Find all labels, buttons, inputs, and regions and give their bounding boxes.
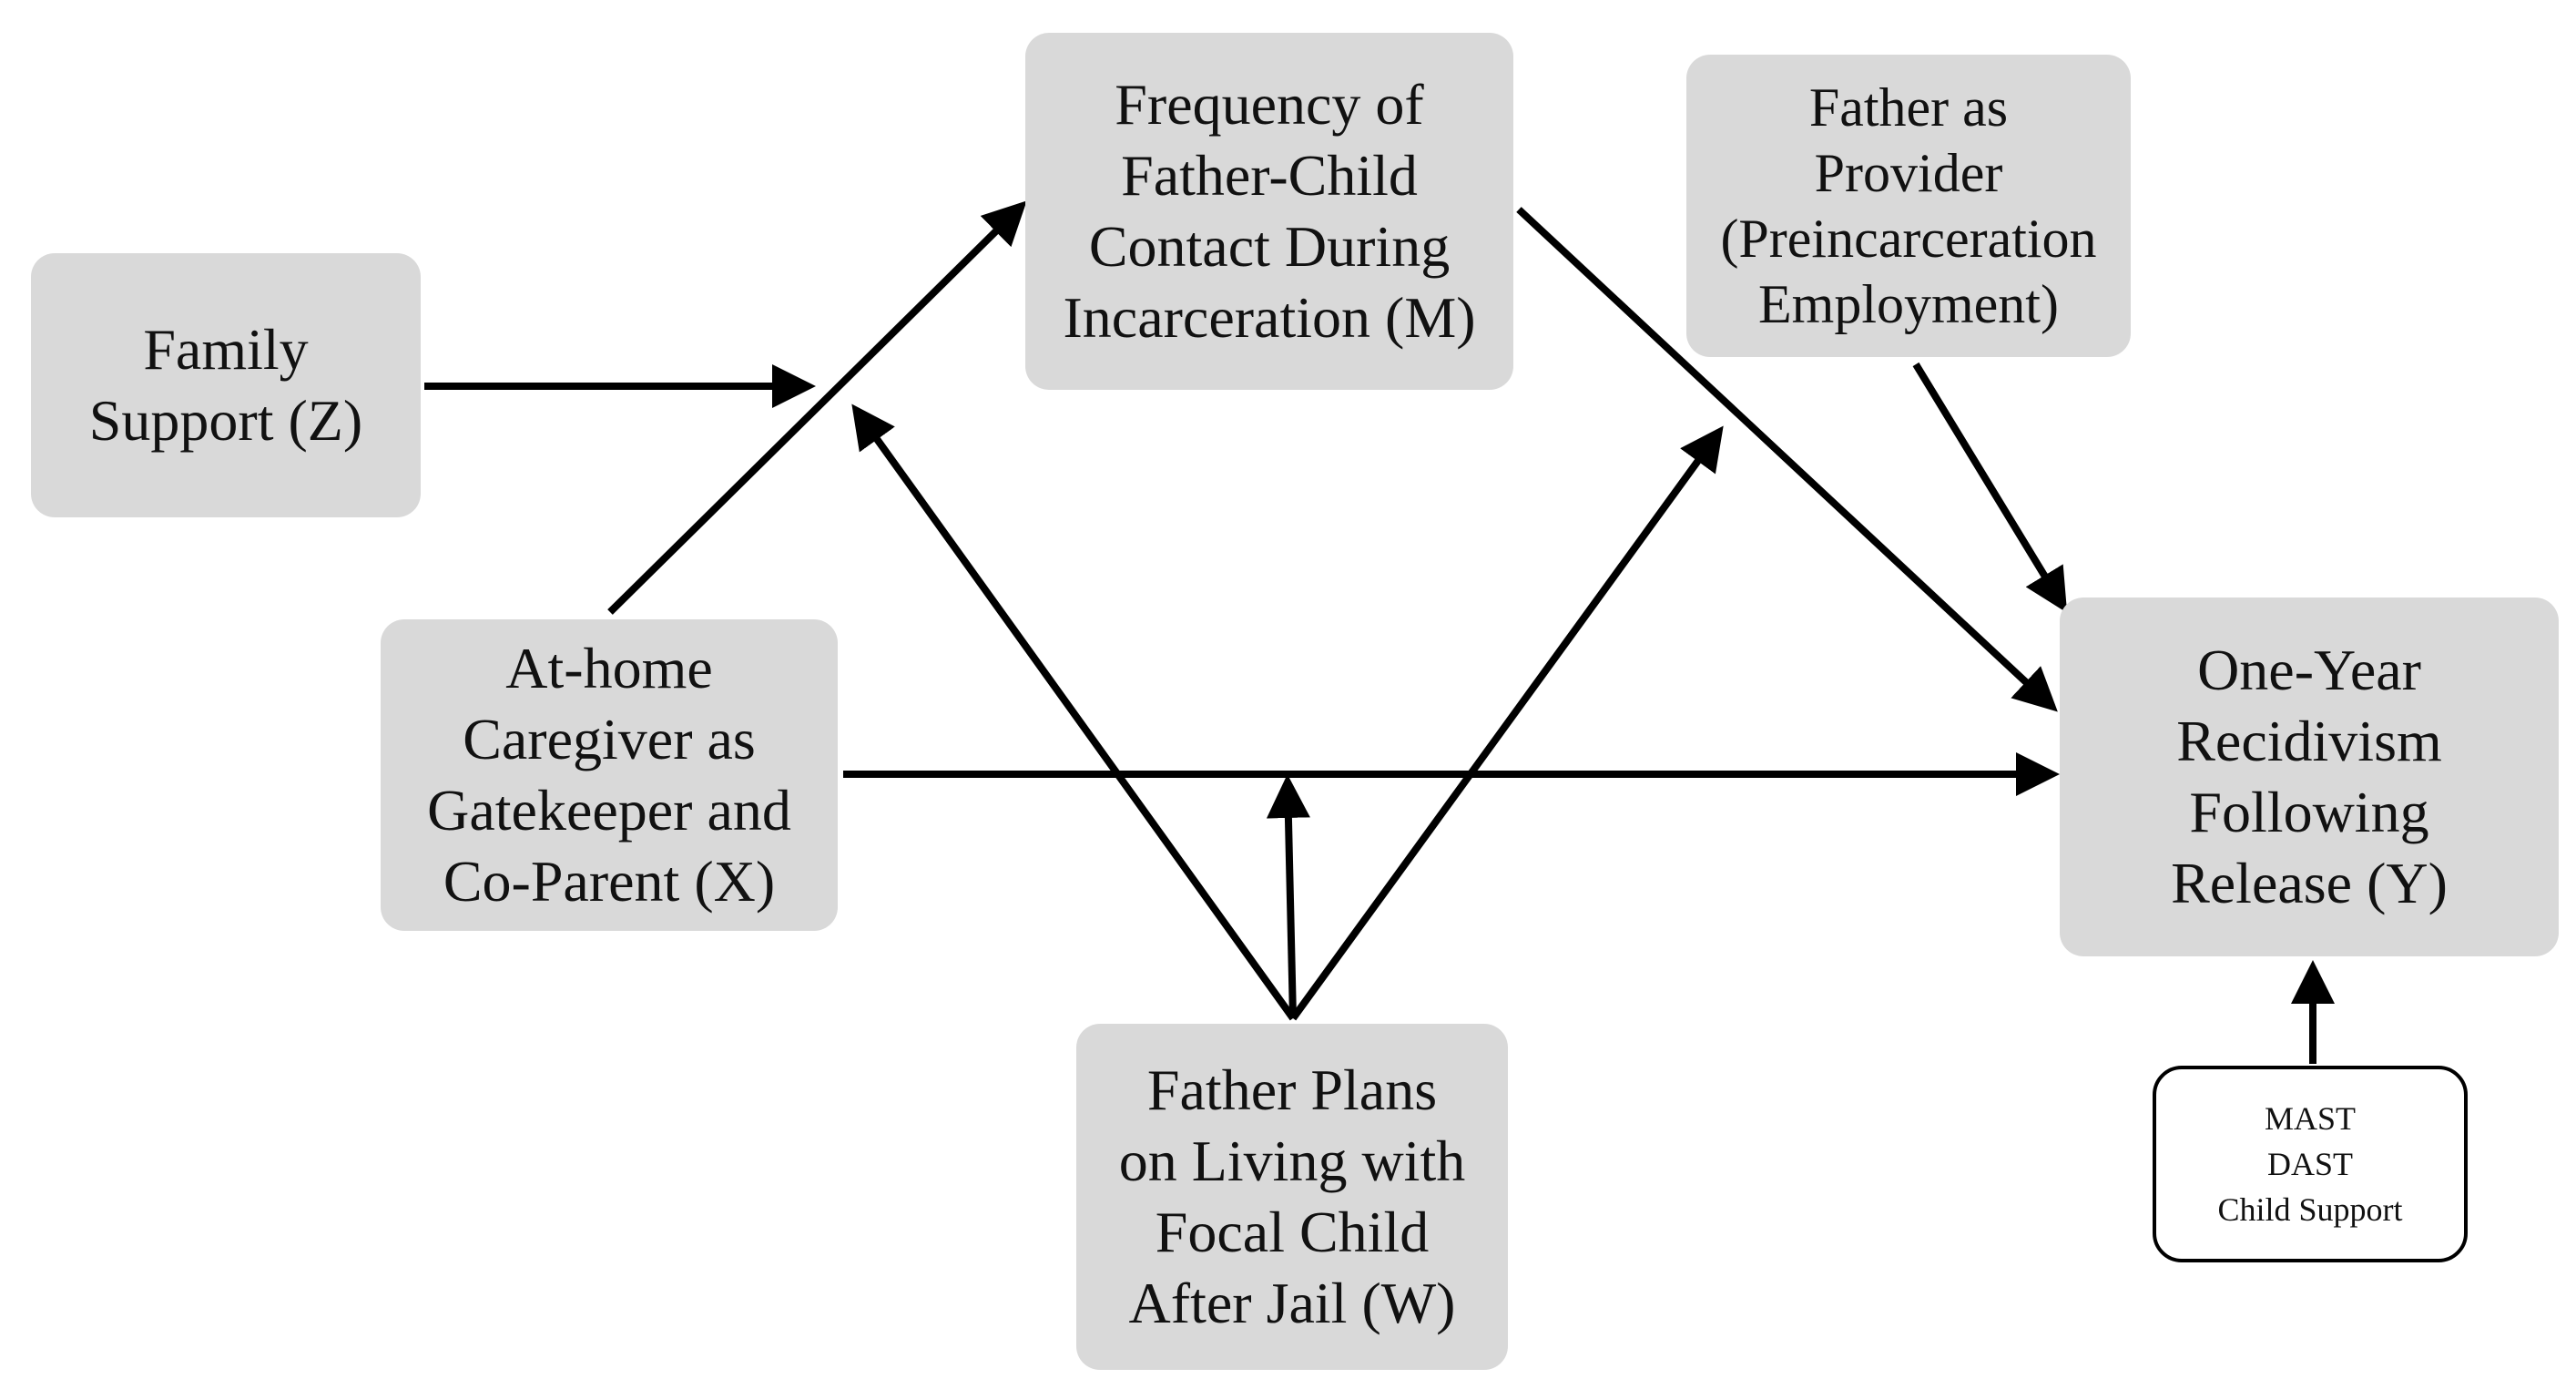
node-father-plans: Father Plans on Living with Focal Child … [1076, 1024, 1508, 1370]
node-label-line: Gatekeeper and [427, 778, 791, 843]
node-label-line: Focal Child [1155, 1200, 1430, 1264]
arrow-m-to-y [1516, 207, 2058, 712]
node-label-line: on Living with [1118, 1129, 1466, 1193]
arrow-w-to-xy-path [1266, 774, 1310, 1019]
node-label-line: Contact During [1088, 214, 1451, 279]
node-label-line: (Preincarceration [1720, 209, 2097, 269]
node-label-line: Incarceration (M) [1063, 285, 1476, 350]
arrow-w-to-xm-path [851, 403, 1297, 1021]
node-label-line: Family [143, 317, 309, 382]
node-label-line: Employment) [1758, 274, 2059, 334]
arrow-x-to-m [607, 200, 1027, 615]
node-label-line: Father Plans [1146, 1057, 1438, 1122]
node-label-line: Release (Y) [2171, 851, 2448, 915]
node-label-line: Co-Parent (X) [443, 849, 776, 914]
covariate-label: DAST [2266, 1146, 2353, 1182]
node-label-line: Provider [1814, 143, 2003, 203]
node-contact-frequency: Frequency of Father-Child Contact During… [1025, 33, 1513, 390]
arrow-provider-to-y [1912, 362, 2068, 613]
node-label-line: After Jail (W) [1128, 1271, 1456, 1335]
covariate-label: Child Support [2217, 1191, 2403, 1228]
covariate-label: MAST [2264, 1100, 2357, 1137]
node-family-support: Family Support (Z) [31, 253, 421, 517]
node-label-line: Father as [1808, 77, 2009, 138]
node-father-provider: Father as Provider (Preincarceration Emp… [1686, 55, 2131, 357]
node-label-line: At-home [505, 636, 713, 700]
node-label-line: Father-Child [1121, 143, 1418, 208]
arrow-w-to-my-path [1289, 425, 1724, 1021]
node-caregiver: At-home Caregiver as Gatekeeper and Co-P… [381, 619, 838, 931]
node-label-line: Recidivism [2176, 709, 2442, 773]
node-label-line: Following [2189, 780, 2429, 844]
node-label-line: Frequency of [1115, 72, 1424, 137]
node-recidivism: One-Year Recidivism Following Release (Y… [2060, 598, 2559, 956]
node-label-line: Caregiver as [463, 707, 756, 771]
node-label-line: One-Year [2197, 638, 2421, 702]
node-label-line: Support (Z) [88, 388, 363, 453]
node-covariates: MAST DAST Child Support [2153, 1066, 2468, 1262]
